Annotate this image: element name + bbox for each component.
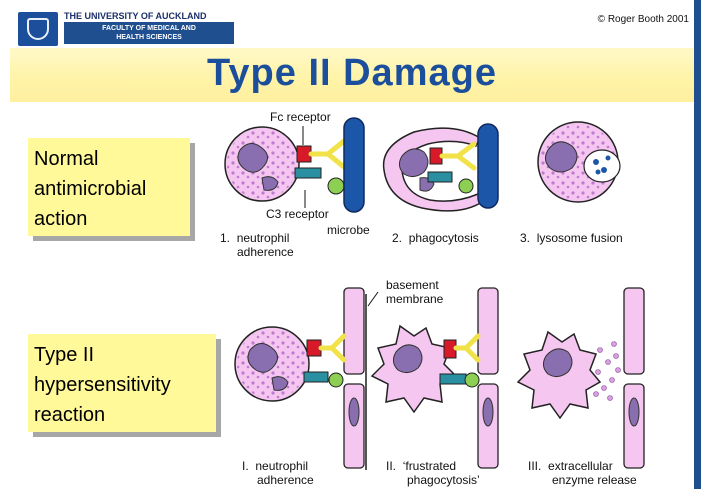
- released-enzymes: [594, 342, 621, 401]
- stage-ii-text-2: phagocytosis’: [386, 473, 480, 487]
- basement-membrane-line-1: basement: [386, 278, 443, 292]
- tissue-cell-1a: [344, 288, 364, 374]
- antibody-2: [442, 144, 474, 168]
- step-2-caption: 2. phagocytosis: [392, 231, 479, 245]
- neutrophil-cell-3: [538, 122, 620, 202]
- membrane-pointer: [368, 292, 378, 306]
- c3-receptor-label: C3 receptor: [266, 207, 329, 221]
- antibody-1: [311, 141, 344, 167]
- microbe-label: microbe: [327, 223, 370, 237]
- complement-1: [328, 178, 344, 194]
- step-1-caption: 1. neutrophil adherence: [220, 231, 294, 259]
- microbe-2: [478, 124, 498, 208]
- stage-ii-number: II.: [386, 459, 396, 473]
- basement-membrane-line-2: membrane: [386, 292, 443, 306]
- step-3-text-1: lysosome fusion: [537, 231, 623, 245]
- basement-membrane-label: basement membrane: [386, 278, 443, 306]
- c3-receptor-1: [295, 168, 321, 178]
- neutrophil-cell-5: [372, 326, 456, 412]
- step-1-text-2: adherence: [220, 245, 294, 259]
- stage-i-number: I.: [242, 459, 249, 473]
- neutrophil-cell-2: [384, 128, 482, 211]
- stage-ii-caption: II. ‘frustrated phagocytosis’: [386, 459, 480, 487]
- microbe-1: [344, 118, 364, 212]
- c3-receptor-2: [428, 172, 452, 182]
- neutrophil-cell-1: [225, 127, 299, 201]
- complement-4: [465, 373, 479, 387]
- tissue-cell-3a: [624, 288, 644, 374]
- step-3-number: 3.: [520, 231, 530, 245]
- c3-receptor-4: [440, 374, 466, 384]
- stage-i-text-2: adherence: [242, 473, 314, 487]
- step-3-caption: 3. lysosome fusion: [520, 231, 623, 245]
- antibody-4: [456, 336, 478, 360]
- neutrophil-cell-6: [518, 332, 600, 418]
- fc-receptor-label: Fc receptor: [270, 110, 331, 124]
- tissue-cell-2a: [478, 288, 498, 374]
- step-1-text-1: neutrophil: [237, 231, 290, 245]
- step-1-number: 1.: [220, 231, 230, 245]
- stage-iii-text-2: enzyme release: [528, 473, 637, 487]
- complement-2: [459, 179, 473, 193]
- neutrophil-cell-4: [235, 327, 309, 401]
- stage-i-text-1: neutrophil: [255, 459, 308, 473]
- step-2-number: 2.: [392, 231, 402, 245]
- antibody-3: [321, 336, 344, 360]
- stage-iii-caption: III. extracellular enzyme release: [528, 459, 637, 487]
- stage-iii-text-1: extracellular: [548, 459, 613, 473]
- c3-receptor-3: [304, 372, 328, 382]
- stage-ii-text-1: ‘frustrated: [403, 459, 456, 473]
- step-2-text-1: phagocytosis: [409, 231, 479, 245]
- stage-i-caption: I. neutrophil adherence: [242, 459, 314, 487]
- complement-3: [329, 373, 343, 387]
- stage-iii-number: III.: [528, 459, 541, 473]
